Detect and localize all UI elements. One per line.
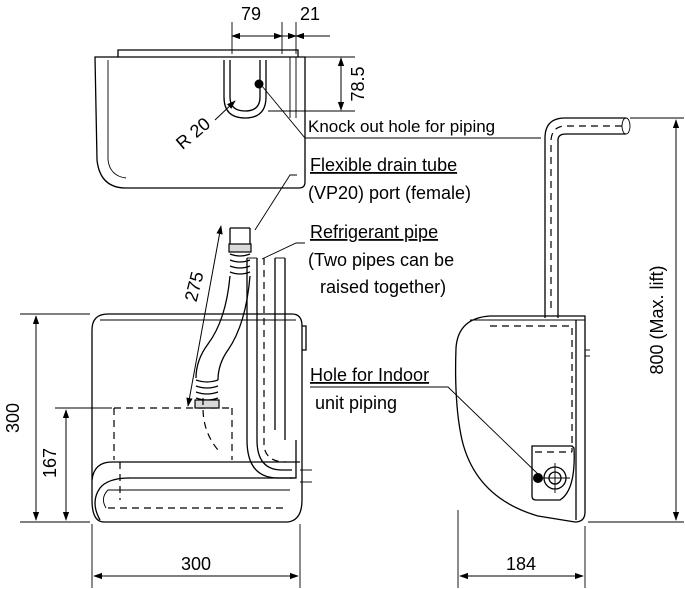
label-refrigerant-1: Refrigerant pipe: [310, 222, 438, 242]
side-view: [454, 117, 631, 523]
drain-tube-leader: [254, 174, 297, 231]
dim-184: 184: [506, 554, 536, 574]
label-knock-out-hole: Knock out hole for piping: [308, 117, 495, 136]
front-dimensions: [20, 313, 301, 588]
dim-300-vertical: 300: [3, 403, 23, 433]
label-refrigerant-3: raised together): [320, 277, 446, 297]
label-refrigerant-2: (Two pipes can be: [308, 250, 454, 270]
dim-21: 21: [300, 4, 320, 24]
refrigerant-leader: [261, 242, 305, 260]
front-view: [91, 313, 312, 523]
knockout-leader: [261, 85, 541, 139]
top-dimensions: [231, 22, 355, 112]
dim-275: 275: [181, 270, 208, 304]
dim-300-horizontal: 300: [181, 554, 211, 574]
refrigerant-pipes-front: [246, 257, 292, 479]
dim-79: 79: [241, 4, 261, 24]
label-hole-indoor-1: Hole for Indoor: [310, 365, 429, 385]
dim-r20: R 20: [172, 114, 214, 154]
top-view: [94, 49, 306, 189]
indoor-hole-leader: [310, 386, 541, 477]
drain-tube-front: [194, 227, 252, 451]
label-hole-indoor-2: unit piping: [315, 393, 397, 413]
label-drain-tube-1: Flexible drain tube: [310, 155, 457, 175]
dim-167: 167: [40, 448, 60, 478]
dim-max-lift: 800 (Max. lift): [647, 265, 667, 374]
label-drain-tube-2: (VP20) port (female): [308, 183, 471, 203]
dim-78-5: 78.5: [348, 66, 368, 101]
side-dimensions: [457, 117, 684, 588]
drain-length-dim: [186, 225, 223, 407]
